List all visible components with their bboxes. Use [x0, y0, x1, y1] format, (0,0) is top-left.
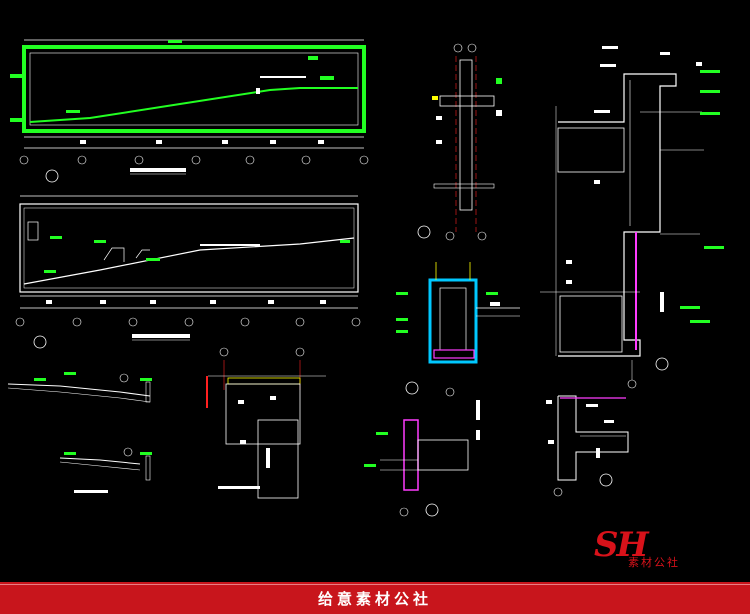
pit-plan	[206, 347, 326, 499]
corner-detail	[546, 395, 629, 497]
footer-divider	[0, 584, 750, 585]
wall-step-detail	[364, 400, 480, 517]
pit-detail	[396, 262, 520, 397]
sh-logo: SH 素材公社	[594, 525, 724, 569]
footer-banner	[0, 582, 750, 614]
wall-section-center	[417, 43, 502, 241]
ramp-detail-small	[7, 372, 152, 493]
logo-subtitle: 素材公社	[628, 556, 680, 569]
logo-letters: SH	[594, 525, 649, 565]
footer-text: 给意素材公社	[317, 590, 432, 608]
ramp-section-2	[15, 195, 361, 349]
wall-section-large	[540, 46, 724, 389]
ramp-section-1	[10, 39, 369, 183]
